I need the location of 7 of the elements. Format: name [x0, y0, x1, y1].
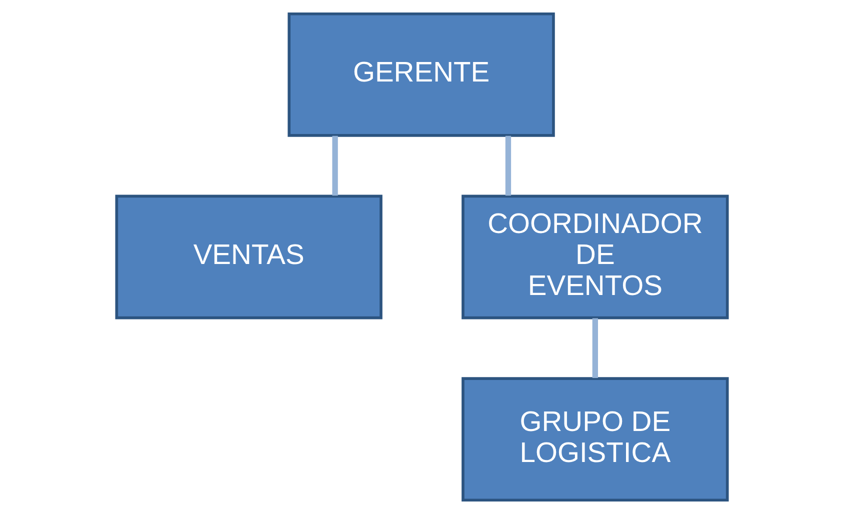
connector: [592, 318, 598, 378]
connector: [504, 136, 511, 196]
connector: [332, 136, 338, 196]
node-box: COORDINADOR DE EVENTOS: [461, 194, 728, 320]
node-box: GRUPO DE LOGISTICA: [461, 377, 728, 502]
node-box: GERENTE: [287, 12, 554, 137]
node-box: VENTAS: [114, 194, 382, 320]
